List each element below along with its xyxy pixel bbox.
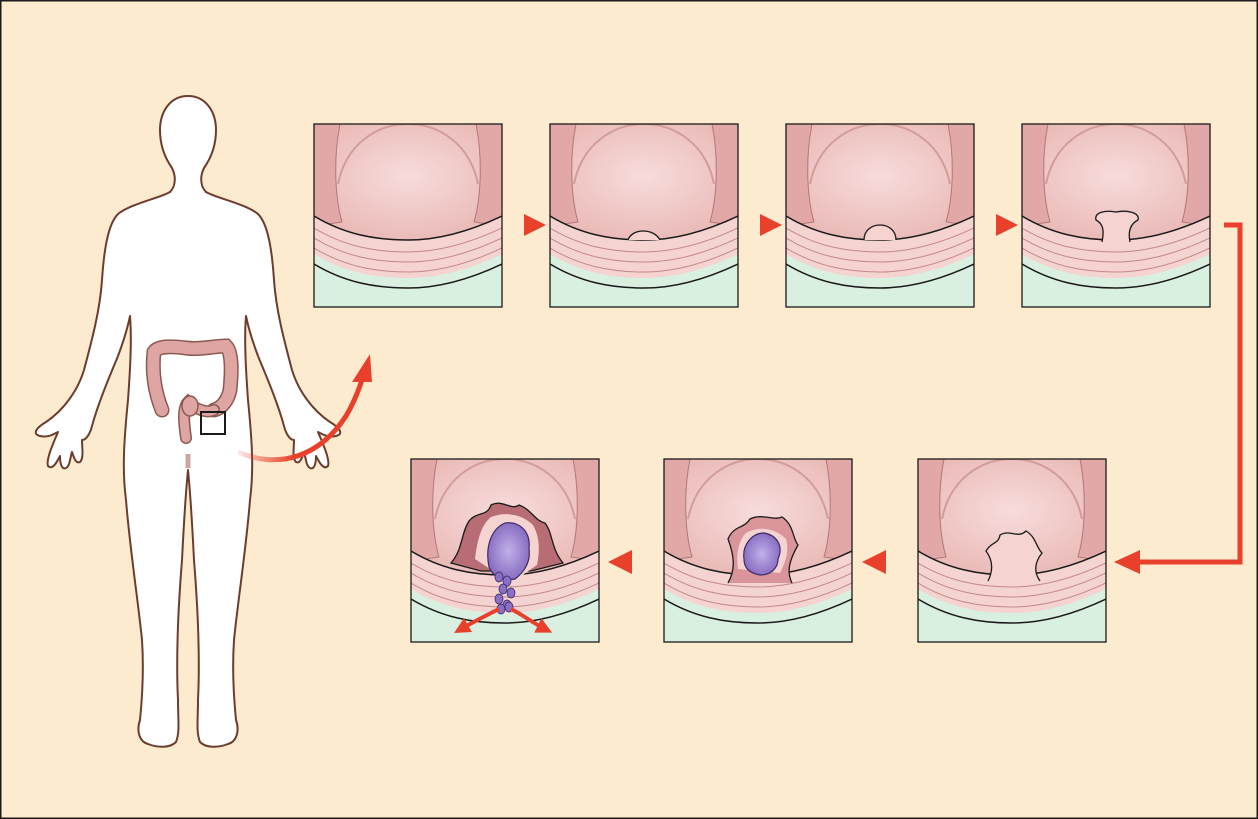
stage-panel-invasive-tumor-spreading <box>411 459 599 642</box>
stage-panel-small-bump <box>550 124 738 307</box>
stage-panel-tumor-in-polyp <box>664 459 852 642</box>
stage-panel-irregular-polyp <box>918 459 1106 642</box>
stage-panel-stalked-polyp <box>1022 124 1210 307</box>
stage-panel-normal-lining <box>314 124 502 307</box>
stage-panel-rounded-polyp <box>786 124 974 307</box>
